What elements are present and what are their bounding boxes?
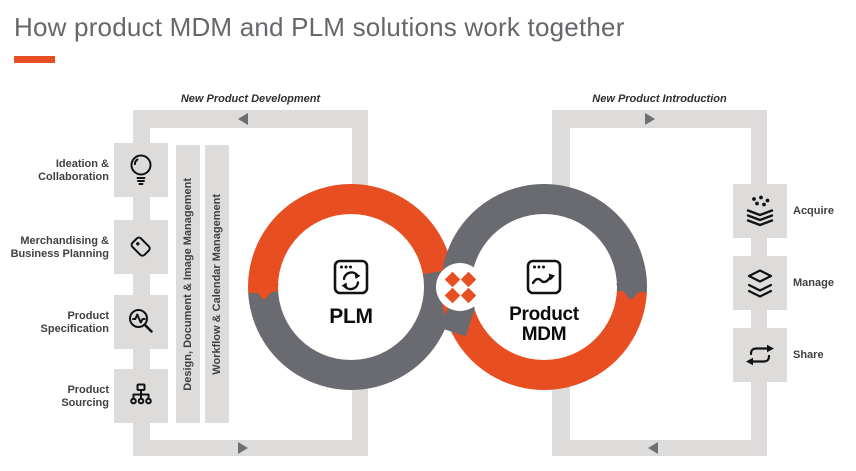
right-loop-top-track [552, 110, 767, 128]
right-item-label-acquire: Acquire [793, 205, 834, 217]
left-item-label-specification: Product Specification [40, 310, 109, 335]
hierarchy-icon [125, 383, 157, 409]
right-item-box-share [733, 328, 787, 382]
mdm-ring-chevron [616, 284, 646, 300]
app-window-sync-icon [331, 257, 371, 297]
flow-arrow-right-icon [238, 442, 248, 454]
tag-icon [124, 230, 158, 264]
plm-label: PLM [329, 305, 373, 328]
right-loop-bottom-track [552, 440, 767, 456]
right-item-label-share: Share [793, 349, 824, 361]
left-loop-top-track [133, 110, 368, 128]
diamond-icon [460, 287, 476, 303]
right-item-box-manage [733, 256, 787, 310]
diamond-icon [444, 271, 460, 287]
design-document-image-bar-label: Design, Document & Image Management [182, 177, 194, 391]
share-arrows-icon [745, 343, 775, 367]
diamond-icon [460, 271, 476, 287]
design-document-image-bar: Design, Document & Image Management [176, 145, 200, 423]
product-mdm-circle-inner: Product MDM [471, 214, 617, 360]
title-accent-bar [14, 56, 55, 63]
page-title: How product MDM and PLM solutions work t… [14, 12, 625, 42]
right-loop-title: New Product Introduction [592, 93, 727, 105]
diamond-icon [444, 287, 460, 303]
app-window-trend-icon [524, 257, 564, 297]
right-item-label-manage: Manage [793, 277, 834, 289]
left-item-box-specification [114, 295, 168, 349]
workflow-calendar-bar: Workflow & Calendar Management [205, 145, 229, 423]
flow-arrow-right-icon [645, 113, 655, 125]
product-mdm-label: Product MDM [509, 304, 579, 345]
left-loop-title: New Product Development [180, 93, 321, 105]
brand-diamond-logo [436, 263, 484, 311]
plm-circle-inner: PLM [278, 214, 424, 360]
left-item-box-sourcing [114, 369, 168, 423]
left-loop-bottom-track [133, 440, 368, 456]
plm-ring-chevron [249, 284, 279, 300]
left-item-box-merchandising [114, 220, 168, 274]
right-item-box-acquire [733, 184, 787, 238]
left-item-label-merchandising: Merchandising & Business Planning [10, 235, 109, 260]
left-item-label-sourcing: Product Sourcing [61, 384, 109, 409]
plm-circle: PLM [248, 184, 454, 390]
left-item-label-ideation: Ideation & Collaboration [38, 158, 109, 183]
acquire-layers-icon [743, 194, 777, 228]
manage-layers-icon [744, 267, 776, 299]
lightbulb-icon [125, 152, 157, 188]
flow-arrow-left-icon [648, 442, 658, 454]
workflow-calendar-bar-label: Workflow & Calendar Management [211, 193, 223, 375]
left-item-box-ideation [114, 143, 168, 197]
flow-arrow-left-icon [238, 113, 248, 125]
pulse-magnifier-icon [125, 306, 157, 338]
